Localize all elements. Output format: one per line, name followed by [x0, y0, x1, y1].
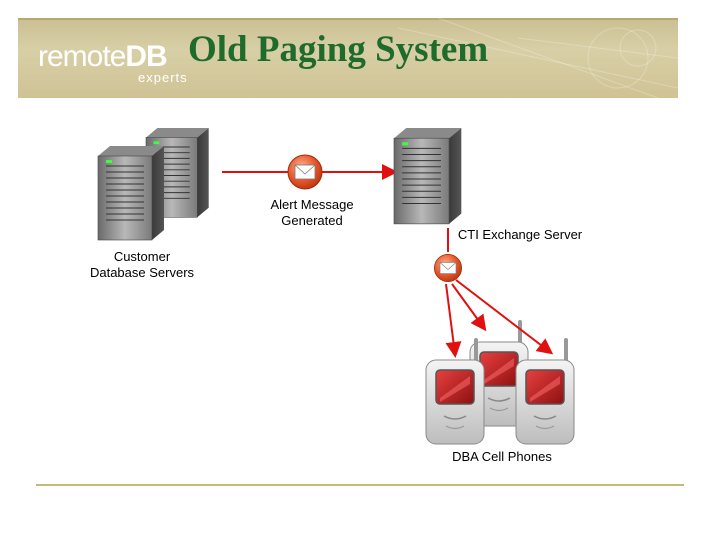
banner-texture: [397, 18, 678, 98]
bottom-rule: [36, 484, 684, 486]
slide-title: Old Paging System: [188, 29, 489, 70]
logo-db-text: DB: [125, 40, 167, 73]
cti-label: CTI Exchange Server: [458, 227, 583, 242]
arrow-to-phone-middle: [451, 283, 487, 332]
header-banner: remoteDB experts: [18, 18, 678, 98]
alert-label-line1: Alert Message: [270, 197, 353, 212]
logo-experts-text: experts: [138, 70, 188, 85]
logo: remoteDB: [38, 40, 168, 74]
customer-servers-label-line2: Database Servers: [90, 265, 195, 280]
logo-remote-text: remote: [38, 40, 126, 73]
dba-cell-phones: [424, 320, 576, 446]
customer-database-servers: [97, 127, 210, 241]
cell-phone-icon: [424, 338, 486, 446]
alert-label-line2: Generated: [281, 213, 342, 228]
server-icon: [393, 127, 462, 225]
arrow-to-phone-left: [445, 283, 462, 358]
phones-label: DBA Cell Phones: [452, 449, 552, 464]
server-icon: [97, 145, 165, 241]
envelope-icon: [287, 154, 323, 190]
arrow-to-phone-right: [455, 279, 554, 355]
customer-servers-label-line1: Customer: [114, 249, 171, 264]
envelope-icon: [433, 253, 463, 283]
banner-top-line: [18, 18, 678, 20]
